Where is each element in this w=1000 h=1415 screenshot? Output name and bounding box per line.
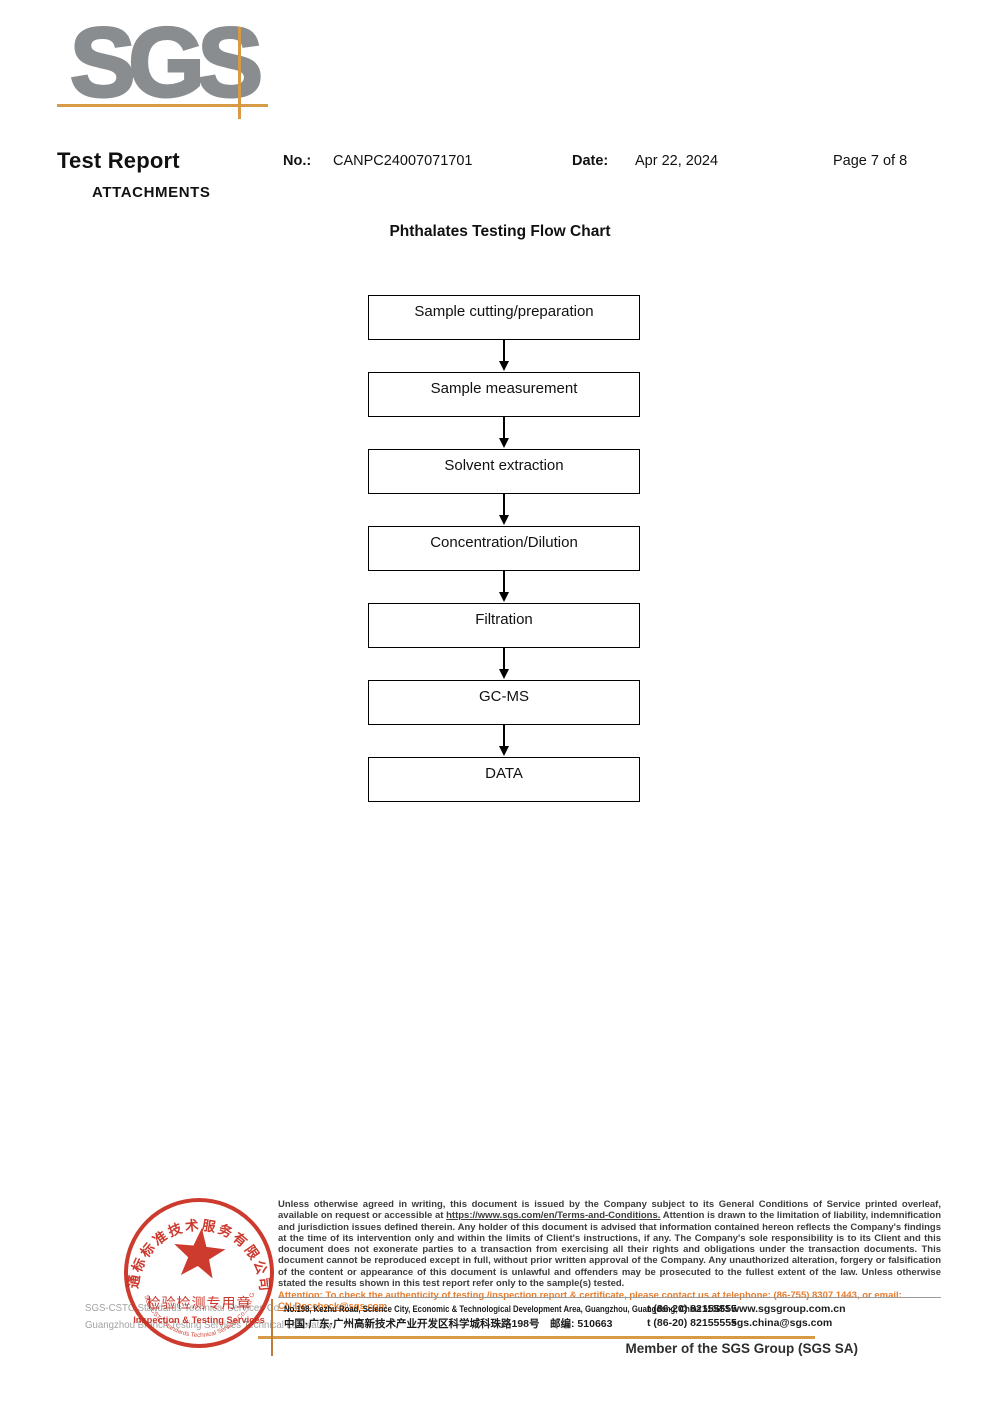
sgs-logo: SGS [69,7,265,117]
inspection-stamp-seal: 通标标准技术服务有限公司广州分公司 SGS-CSTC Standards Tec… [119,1195,274,1348]
flow-step-box: Filtration [368,603,640,648]
sgs-member-text: Member of the SGS Group (SGS SA) [625,1341,858,1356]
company-name-line1: SGS-CSTC Standards Technical Services Co… [85,1302,304,1314]
terms-and-conditions-link[interactable]: https://www.sgs.com/en/Terms-and-Conditi… [446,1210,661,1222]
down-arrow-icon [499,494,509,526]
legal-text-part2: Attention is drawn to the limitation of … [278,1210,941,1290]
legal-text-part1: Unless otherwise agreed in writing, this… [278,1199,941,1222]
footer-vertical-line [271,1299,273,1356]
flowchart-title: Phthalates Testing Flow Chart [389,223,611,240]
logo-horizontal-line [57,104,268,107]
attention-text: Attention: To check the authenticity of … [278,1290,902,1301]
flow-step-box: Concentration/Dilution [368,526,640,571]
attention-notice: Attention: To check the authenticity of … [278,1290,941,1313]
footer-divider-line [278,1297,941,1298]
telephone-2: t (86-20) 82155555 [647,1317,737,1329]
flow-step-box: Solvent extraction [368,449,640,494]
address-english: No.198, Kezhu Road, Science City, Econom… [284,1304,730,1314]
down-arrow-icon [499,571,509,603]
telephone-1: t (86-20) 82155555 [647,1303,737,1315]
doccheck-email-link[interactable]: CN.Doccheck@sgs.com [278,1301,388,1313]
stamp-center-en: Inspection & Testing Services [133,1315,265,1325]
flow-step-box: Sample measurement [368,372,640,417]
report-no-value: CANPC24007071701 [333,153,473,169]
page-number: Page 7 of 8 [833,153,908,169]
date-label: Date: [572,153,609,169]
down-arrow-icon [499,725,509,757]
flow-step-box: Sample cutting/preparation [368,295,640,340]
report-no-label: No.: [283,153,312,169]
stamp-center-cn: 检验检测专用章 [147,1295,252,1311]
star-icon [174,1228,226,1279]
down-arrow-icon [499,648,509,680]
flowchart: Sample cutting/preparation Sample measur… [368,295,640,802]
legal-disclaimer: Unless otherwise agreed in writing, this… [278,1199,941,1289]
page-title: Test Report [57,148,180,173]
flow-step-box: GC-MS [368,680,640,725]
address-chinese: 中国·广东·广州高新技术产业开发区科学城科珠路198号 邮编: 510663 [284,1318,613,1330]
flow-step-box: DATA [368,757,640,802]
logo-vertical-line [238,27,241,119]
down-arrow-icon [499,417,509,449]
email-link[interactable]: sgs.china@sgs.com [731,1317,833,1329]
attachments-subtitle: ATTACHMENTS [92,184,211,201]
down-arrow-icon [499,340,509,372]
website-link[interactable]: www.sgsgroup.com.cn [731,1303,846,1315]
date-value: Apr 22, 2024 [635,153,719,169]
footer-horizontal-line [258,1336,815,1339]
